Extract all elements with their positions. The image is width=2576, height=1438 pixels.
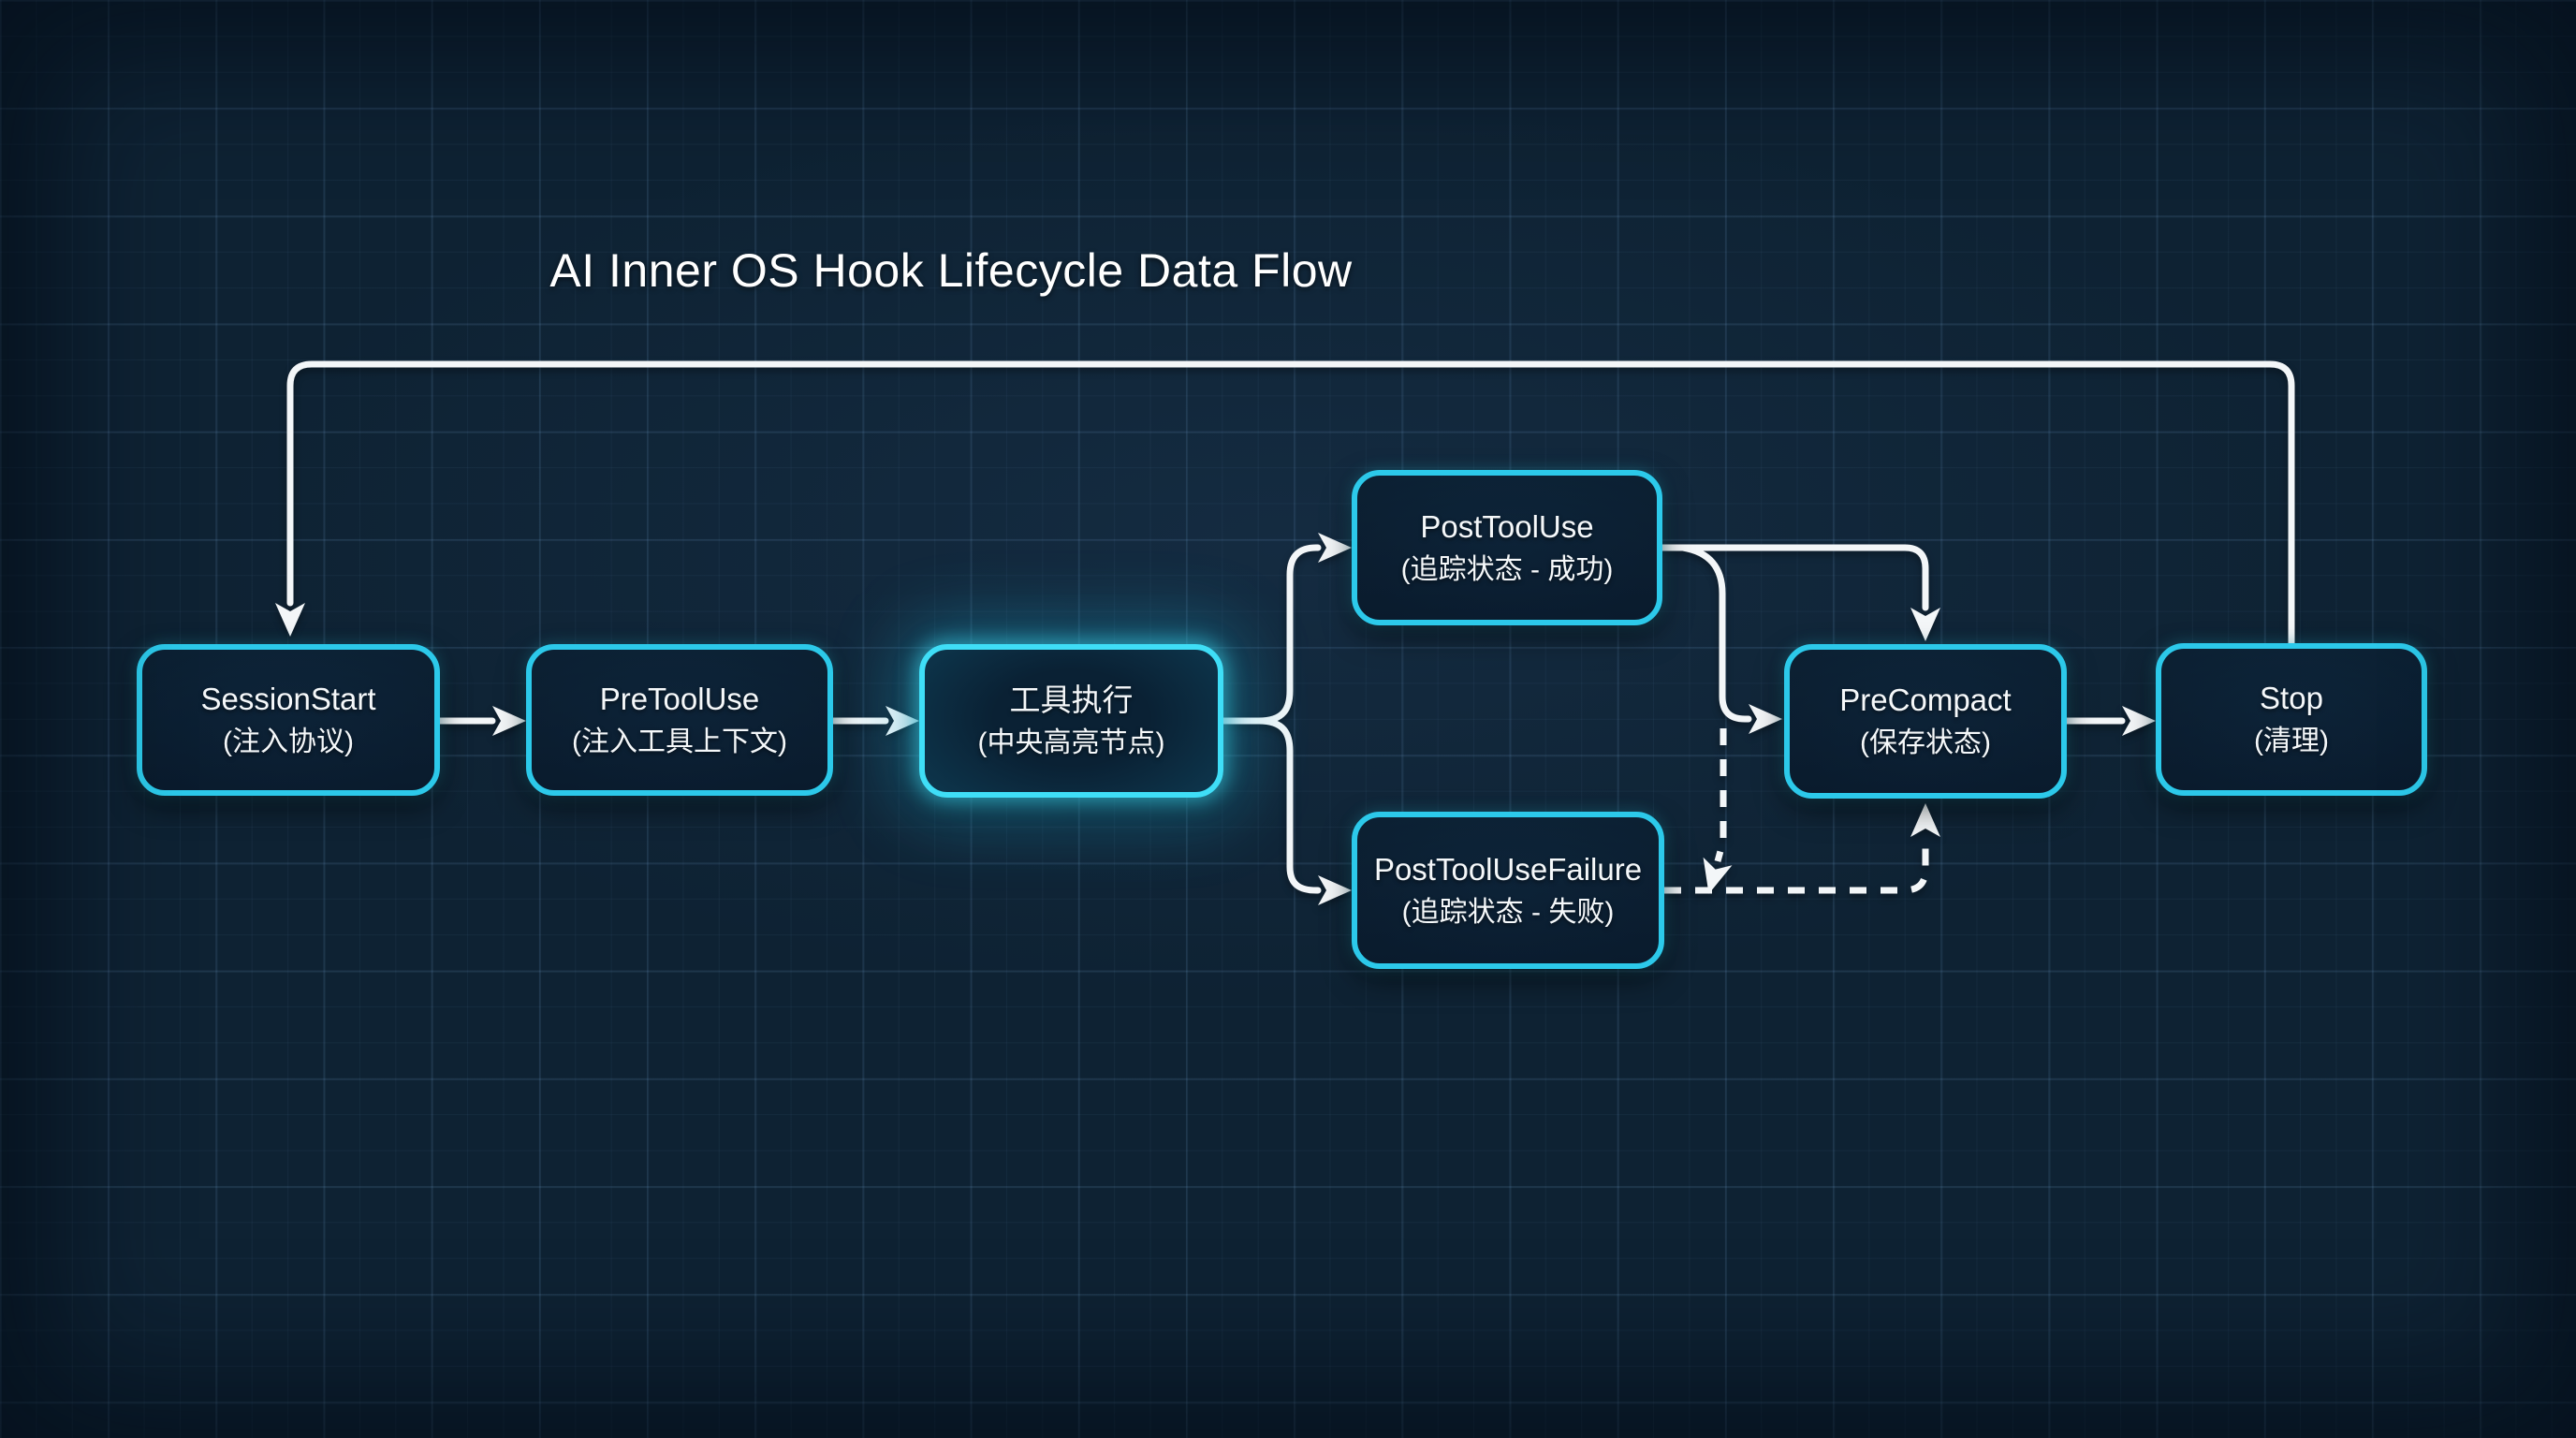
node-label: PreCompact [1839, 682, 2012, 718]
node-stop: Stop (清理) [2156, 643, 2427, 796]
edge-tool-execution-to-post-tool-use [1220, 533, 1352, 725]
node-sublabel: (追踪状态 - 失败) [1401, 896, 1615, 928]
node-sublabel: (中央高亮节点) [977, 726, 1165, 758]
node-label: 工具执行 [1009, 682, 1134, 717]
node-label: PostToolUse [1420, 508, 1594, 544]
node-post-tool-use-failure: PostToolUseFailure (追踪状态 - 失败) [1352, 812, 1664, 969]
node-label: PostToolUseFailure [1373, 851, 1643, 887]
edge-pre-compact-to-post-tool-use-failure [1703, 728, 1733, 894]
edge-tool-execution-to-post-tool-use-failure [1220, 717, 1352, 905]
node-pre-compact: PreCompact (保存状态) [1784, 644, 2067, 799]
node-sublabel: (保存状态) [1860, 727, 1991, 759]
edge-post-tool-use-failure-to-pre-compact-bottom [1664, 803, 1940, 894]
node-label: Stop [2260, 681, 2323, 716]
node-label: SessionStart [200, 681, 376, 716]
node-sublabel: (清理) [2254, 726, 2329, 757]
node-label: PreToolUse [599, 681, 760, 716]
node-tool-execution: 工具执行 (中央高亮节点) [919, 644, 1223, 798]
node-sublabel: (追踪状态 - 成功) [1400, 553, 1614, 585]
diagram-title: AI Inner OS Hook Lifecycle Data Flow [549, 244, 1353, 297]
node-post-tool-use: PostToolUse (追踪状态 - 成功) [1352, 470, 1662, 625]
node-pre-tool-use: PreToolUse (注入工具上下文) [526, 644, 833, 796]
node-session-start: SessionStart (注入协议) [137, 644, 440, 796]
node-sublabel: (注入工具上下文) [572, 726, 787, 757]
edge-post-tool-use-to-pre-compact-top [1659, 544, 1940, 641]
node-sublabel: (注入协议) [223, 726, 354, 757]
edge-stop-loop-to-session-start [275, 360, 2295, 647]
edge-post-tool-use-to-pre-compact-left [1659, 544, 1782, 734]
